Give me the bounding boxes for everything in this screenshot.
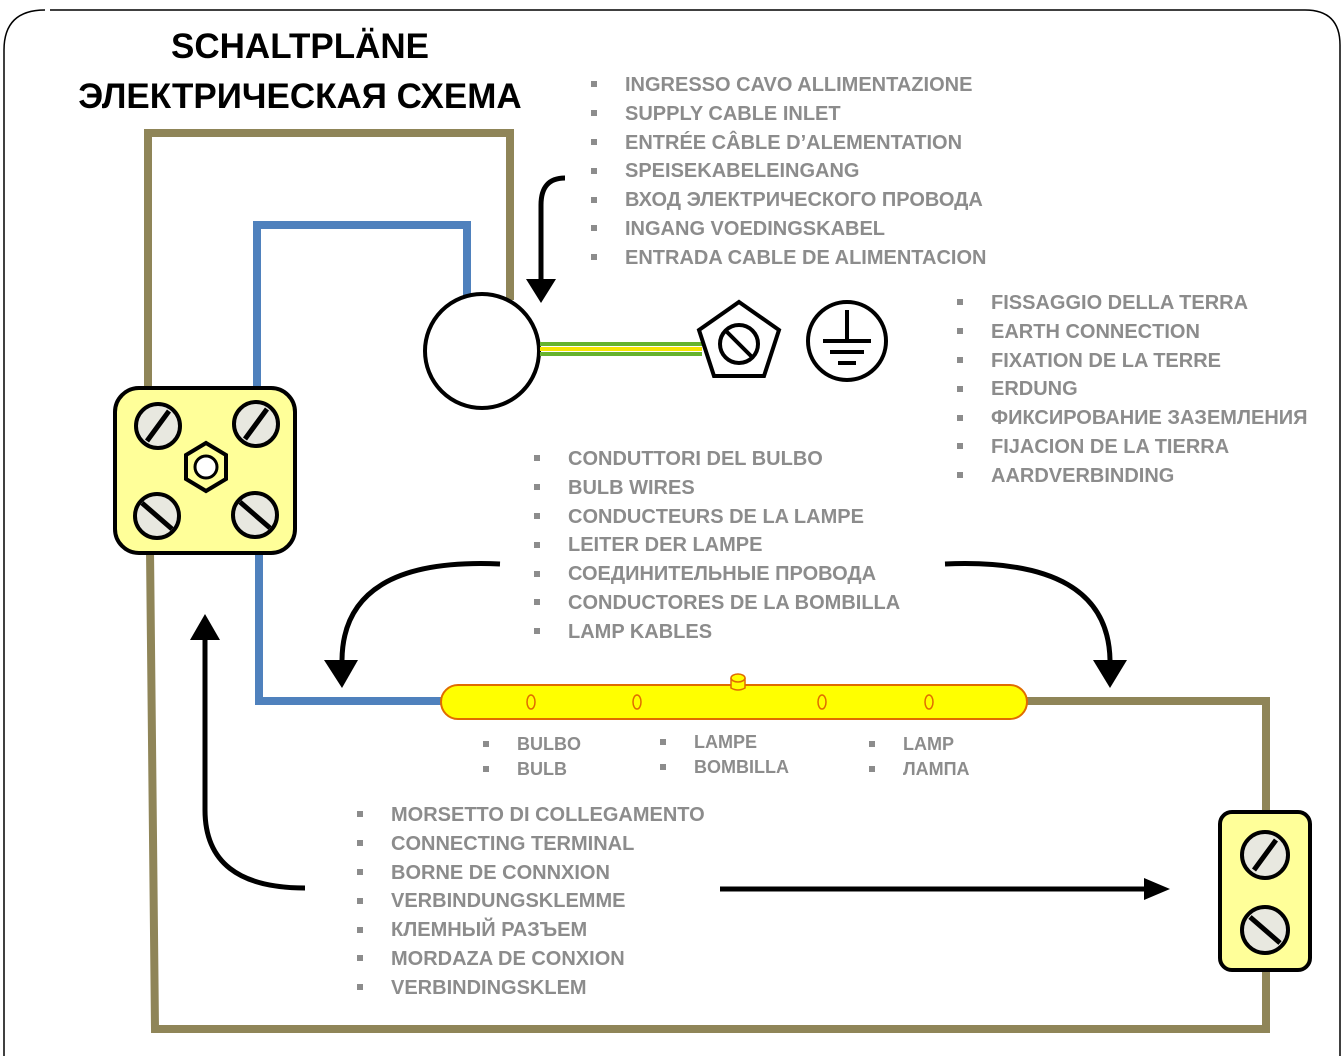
title-line-1: SCHALTPLÄNE: [171, 27, 429, 66]
list-item: LAMP KABLES: [534, 618, 900, 647]
neutral-wire-top: [253, 221, 471, 390]
arrowhead-icon: [526, 279, 556, 303]
arrow-to-bulb-left: [339, 561, 501, 661]
list-item: AARDVERBINDING: [957, 462, 1308, 491]
supply-inlet-label-list: INGRESSO CAVO ALLIMENTAZIONE SUPPLY CABL…: [591, 71, 986, 273]
arrow-to-junction-terminal: [202, 640, 306, 891]
screw-icon: [134, 402, 182, 450]
list-item: SUPPLY CABLE INLET: [591, 100, 986, 129]
list-item: ERDUNG: [957, 375, 1308, 404]
list-item: MORDAZA DE CONXION: [357, 945, 705, 974]
connecting-terminal-block: [1218, 810, 1312, 972]
list-item: SPEISEKABELEINGANG: [591, 157, 986, 186]
arrow-to-supply-inlet: [538, 175, 566, 280]
list-item: FIJACION DE LA TIERRA: [957, 433, 1308, 462]
arrowhead-icon: [190, 614, 220, 640]
bulb-tube: [440, 673, 1028, 720]
list-item: LEITER DER LAMPE: [534, 531, 900, 560]
supply-cable-inlet-circle: [423, 292, 541, 410]
arrowhead-icon: [1093, 660, 1127, 688]
list-item: ЛАМПА: [869, 757, 970, 782]
hex-nut-icon: [184, 440, 228, 494]
list-item: СОЕДИНИТЕЛЬНЫЕ ПРОВОДА: [534, 560, 900, 589]
junction-terminal-block: [113, 386, 297, 555]
page-border: [3, 9, 1341, 1056]
list-item: CONNECTING TERMINAL: [357, 830, 705, 859]
screw-icon: [1240, 830, 1290, 880]
list-item: VERBINDINGSKLEM: [357, 974, 705, 1003]
list-item: BULB WIRES: [534, 474, 900, 503]
list-item: LAMP: [869, 732, 970, 757]
earth-wire: [540, 342, 702, 356]
phase-wire-outer-loop: [146, 549, 1270, 1033]
list-item: BULB: [483, 757, 581, 782]
arrow-to-bulb-right: [944, 561, 1113, 661]
bulb-label-col-3: LAMP ЛАМПА: [869, 732, 970, 782]
list-item: CONDUTTORI DEL BULBO: [534, 445, 900, 474]
phase-wire-bulb-right: [1026, 697, 1270, 812]
list-item: EARTH CONNECTION: [957, 318, 1308, 347]
earth-fixation-pentagon-icon: [696, 299, 782, 378]
list-item: ВХОД ЭЛЕКТРИЧЕСКОГО ПРОВОДА: [591, 186, 986, 215]
list-item: КЛЕМНЫЙ РАЗЪЕМ: [357, 916, 705, 945]
screw-icon: [232, 400, 280, 448]
list-item: LAMPE: [660, 730, 789, 755]
connecting-terminal-label-list: MORSETTO DI COLLEGAMENTO CONNECTING TERM…: [357, 801, 705, 1003]
list-item: INGANG VOEDINGSKABEL: [591, 215, 986, 244]
earth-connection-label-list: FISSAGGIO DELLA TERRA EARTH CONNECTION F…: [957, 289, 1308, 491]
title-line-2: ЭЛЕКТРИЧЕСКАЯ СХЕМА: [78, 77, 522, 116]
screw-icon: [133, 492, 181, 540]
list-item: BOMBILLA: [660, 755, 789, 780]
list-item: ENTRÉE CÂBLE D’ALEMENTATION: [591, 129, 986, 158]
bulb-label-col-2: LAMPE BOMBILLA: [660, 730, 789, 780]
list-item: BORNE DE CONNXION: [357, 859, 705, 888]
neutral-wire-bottom: [255, 552, 442, 705]
list-item: BULBO: [483, 732, 581, 757]
bulb-wires-label-list: CONDUTTORI DEL BULBO BULB WIRES CONDUCTE…: [534, 445, 900, 647]
list-item: MORSETTO DI COLLEGAMENTO: [357, 801, 705, 830]
arrowhead-icon: [324, 660, 358, 688]
list-item: INGRESSO CAVO ALLIMENTAZIONE: [591, 71, 986, 100]
list-item: VERBINDUNGSKLEMME: [357, 887, 705, 916]
ground-symbol-icon: [806, 300, 888, 382]
list-item: CONDUCTORES DE LA BOMBILLA: [534, 589, 900, 618]
bulb-label-col-1: BULBO BULB: [483, 732, 581, 782]
list-item: ФИКСИРОВАНИЕ ЗАЗЕМЛЕНИЯ: [957, 404, 1308, 433]
list-item: FIXATION DE LA TERRE: [957, 347, 1308, 376]
screw-icon: [1240, 905, 1290, 955]
list-item: FISSAGGIO DELLA TERRA: [957, 289, 1308, 318]
arrowhead-icon: [1144, 878, 1170, 900]
list-item: ENTRADA CABLE DE ALIMENTACION: [591, 244, 986, 273]
phase-wire-top-loop: [144, 129, 514, 390]
screw-icon: [231, 491, 279, 539]
list-item: CONDUCTEURS DE LA LAMPE: [534, 503, 900, 532]
